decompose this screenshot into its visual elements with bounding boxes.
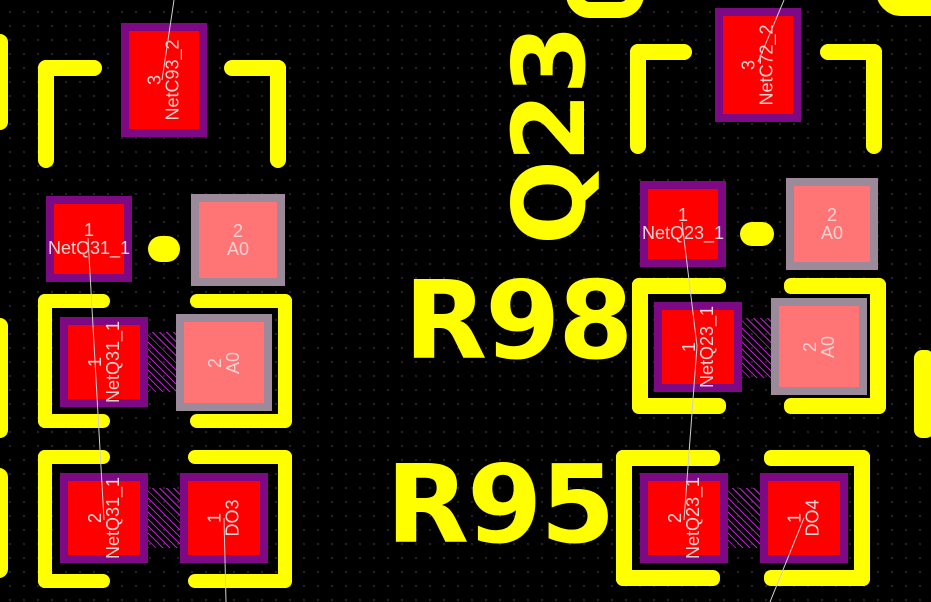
- silk-outline-q31-right-vertical: [270, 60, 286, 168]
- silk-box-r98-top-left: [632, 278, 726, 294]
- silk-dot-q31: [148, 236, 180, 262]
- silk-arc-top-center: [566, 0, 644, 18]
- silk-dot-q23: [740, 222, 774, 246]
- silk-box-r95-top-left: [616, 450, 720, 466]
- silk-box-r2-top-right: [188, 450, 292, 464]
- ratsnest-line: [681, 221, 698, 347]
- silk-box-r95-left: [616, 450, 632, 586]
- ratsnest-line: [87, 237, 105, 521]
- silk-box-r95-bottom-left: [616, 570, 720, 586]
- silk-outline-q23-left-horizontal: [630, 44, 692, 60]
- silk-box-r2-top-left: [38, 450, 110, 464]
- silk-edge-left-2: [0, 318, 8, 438]
- silk-box-r98-right: [870, 278, 886, 414]
- silk-box-r95-top-right: [764, 450, 870, 466]
- silk-outline-q31-left-vertical: [38, 60, 54, 168]
- resistor-body-left-top: [148, 332, 180, 392]
- ratsnest-line: [769, 517, 805, 602]
- silk-outline-q31-right-horizontal: [224, 60, 286, 76]
- ratsnest-line: [223, 517, 227, 602]
- ratsnest-line: [683, 345, 698, 521]
- silk-edge-left-3: [0, 468, 8, 578]
- silk-outline-q23-right-vertical: [866, 44, 882, 154]
- silk-outline-q23-left-vertical: [630, 44, 646, 154]
- silk-outline-q31-left-horizontal: [38, 60, 102, 76]
- ratsnest-line: [757, 0, 785, 63]
- silk-edge-left-1: [0, 34, 8, 130]
- silk-box-r1-bottom-left: [38, 414, 110, 428]
- silk-box-r1-bottom-right: [190, 414, 292, 428]
- silk-box-r98-bottom-right: [784, 398, 886, 414]
- resistor-body-left-bottom: [148, 488, 180, 548]
- resistor-body-r98: [742, 318, 774, 378]
- silk-outline-q23-right-horizontal: [820, 44, 882, 60]
- silk-box-r98-top-right: [784, 278, 886, 294]
- silk-box-r98-left: [632, 278, 648, 414]
- designator-r95[interactable]: R95: [386, 443, 615, 568]
- silk-edge-right: [914, 350, 931, 438]
- designator-r98[interactable]: R98: [404, 259, 633, 384]
- silk-box-r95-bottom-right: [764, 570, 870, 586]
- silk-box-r2-bottom-left: [38, 574, 110, 588]
- ratsnest-line: [161, 0, 175, 81]
- silk-box-r1-left: [38, 294, 52, 428]
- silk-box-r1-top-right: [190, 294, 292, 308]
- silk-box-r98-bottom-left: [632, 398, 726, 414]
- resistor-body-r95: [728, 488, 762, 548]
- silk-box-r2-bottom-right: [188, 574, 292, 588]
- silk-box-r2-right: [278, 450, 292, 588]
- silk-box-r95-right: [854, 450, 870, 586]
- silk-box-r1-right: [278, 294, 292, 428]
- silk-box-r2-left: [38, 450, 52, 588]
